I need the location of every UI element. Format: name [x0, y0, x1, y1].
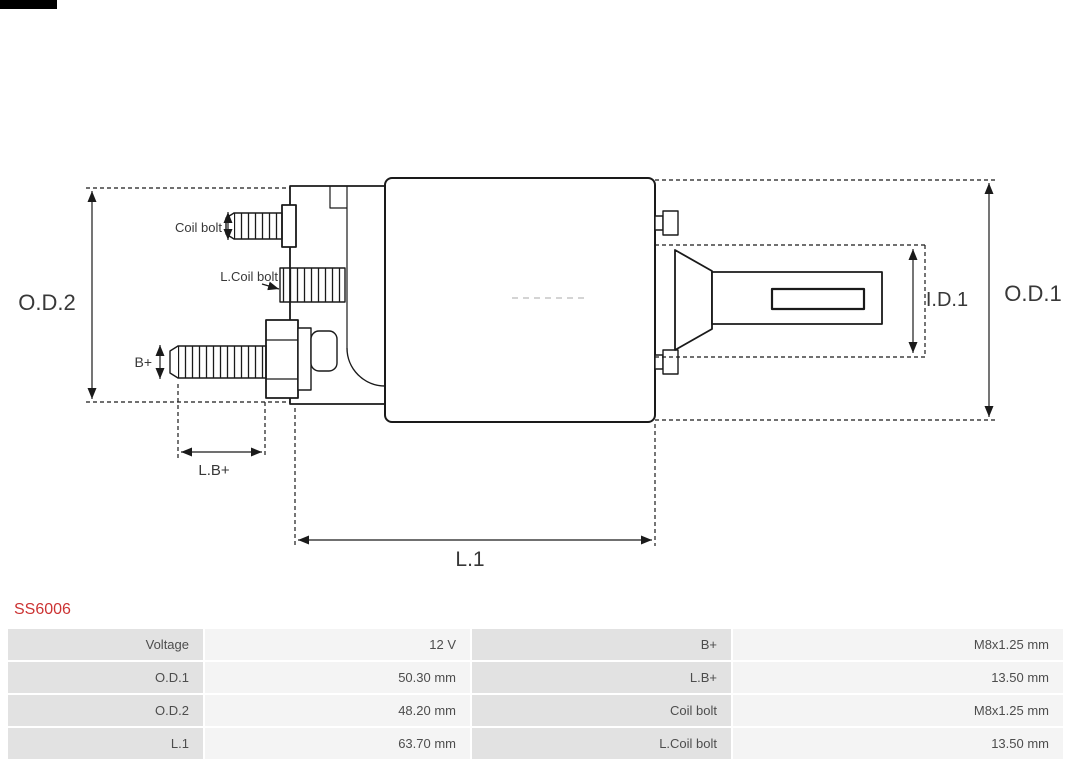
spec-value-l1: 63.70 mm: [205, 728, 470, 759]
technical-diagram: O.D.2 O.D.1 I.D.1 Coil bolt L.Coil bolt …: [18, 177, 1062, 571]
spec-value-l-b-plus: 13.50 mm: [733, 662, 1063, 693]
spec-label-l1: L.1: [8, 728, 203, 759]
coil-bolt-label: Coil bolt: [175, 220, 222, 235]
l1-label: L.1: [455, 548, 484, 571]
spec-label-l-b-plus: L.B+: [472, 662, 731, 693]
spec-value-b-plus: M8x1.25 mm: [733, 629, 1063, 660]
spec-value-od1: 50.30 mm: [205, 662, 470, 693]
coil-bolt-stud: [225, 204, 297, 248]
spec-value-voltage: 12 V: [205, 629, 470, 660]
l-coil-bolt-label: L.Coil bolt: [220, 269, 278, 284]
spec-value-coil-bolt: M8x1.25 mm: [733, 695, 1063, 726]
spec-label-b-plus: B+: [472, 629, 731, 660]
spec-value-od2: 48.20 mm: [205, 695, 470, 726]
body-tabs: [654, 210, 679, 375]
plunger-assembly: [674, 249, 883, 351]
id1-label: I.D.1: [926, 289, 968, 311]
od2-label: O.D.2: [18, 290, 75, 315]
spec-table: Voltage 12 V B+ M8x1.25 mm O.D.1 50.30 m…: [8, 629, 1063, 759]
spec-label-od1: O.D.1: [8, 662, 203, 693]
spec-label-coil-bolt: Coil bolt: [472, 695, 731, 726]
spec-label-l-coil-bolt: L.Coil bolt: [472, 728, 731, 759]
l-b-plus-label: L.B+: [198, 462, 230, 479]
spec-label-voltage: Voltage: [8, 629, 203, 660]
l-coil-bolt-bushing: [279, 267, 346, 303]
b-plus-label: B+: [134, 354, 152, 370]
spec-label-od2: O.D.2: [8, 695, 203, 726]
part-number: SS6006: [14, 601, 71, 618]
solenoid-outline: [169, 177, 883, 423]
od1-label: O.D.1: [1004, 281, 1061, 306]
brand-logo: [0, 0, 57, 9]
spec-value-l-coil-bolt: 13.50 mm: [733, 728, 1063, 759]
dimension-labels: O.D.2 O.D.1 I.D.1 Coil bolt L.Coil bolt …: [18, 220, 1061, 571]
dimension-lines: [86, 179, 998, 546]
b-plus-terminal: [169, 319, 338, 399]
